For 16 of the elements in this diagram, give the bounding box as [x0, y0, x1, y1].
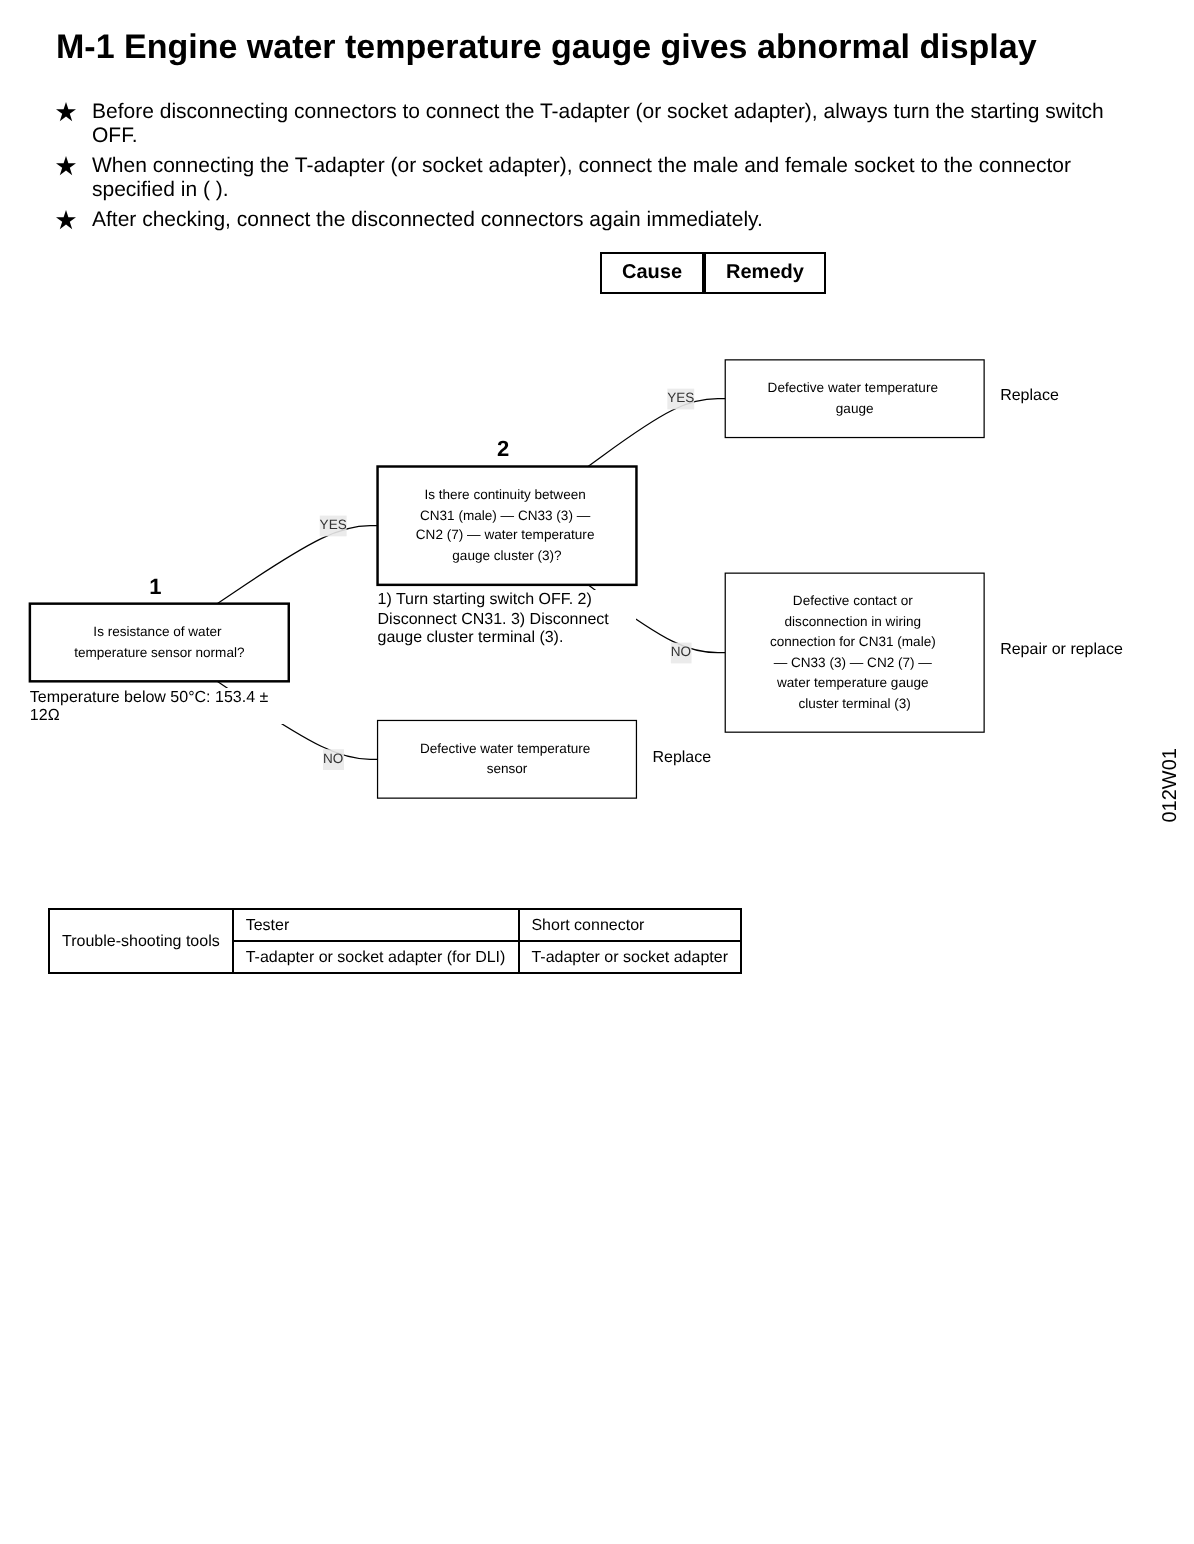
note-text: After checking, connect the disconnected connectors again immediately.	[92, 208, 763, 232]
column-header: Remedy	[704, 252, 826, 294]
drawing-code: 012W01	[1160, 748, 1182, 823]
table-cell: Tester	[232, 909, 519, 941]
note-text: When connecting the T-adapter (or socket adapter), connect the male and female socket to the connector specified in ( ).	[92, 154, 1072, 202]
node-note: Temperature below 50°C: 153.4 ± 12Ω	[29, 687, 289, 725]
title: M-1 Engine water temperature gauge gives abnormal display	[56, 28, 1039, 68]
node-note: 1) Turn starting switch OFF. 2) Disconnect CN31. 3) Disconnect gauge cluster terminal (3).	[377, 590, 637, 646]
table-cell: T-adapter or socket adapter	[518, 941, 741, 973]
connector	[216, 525, 379, 605]
table-cell: Short connector	[518, 909, 741, 941]
connector	[587, 398, 726, 468]
note-text: Before disconnecting connectors to connect the T-adapter (or socket adapter), always turn the starting switch OFF.	[92, 100, 1104, 148]
column-header: Cause	[600, 252, 705, 294]
table-cell: Trouble-shooting tools	[49, 909, 233, 973]
table-cell: T-adapter or socket adapter (for DLI)	[232, 941, 519, 973]
